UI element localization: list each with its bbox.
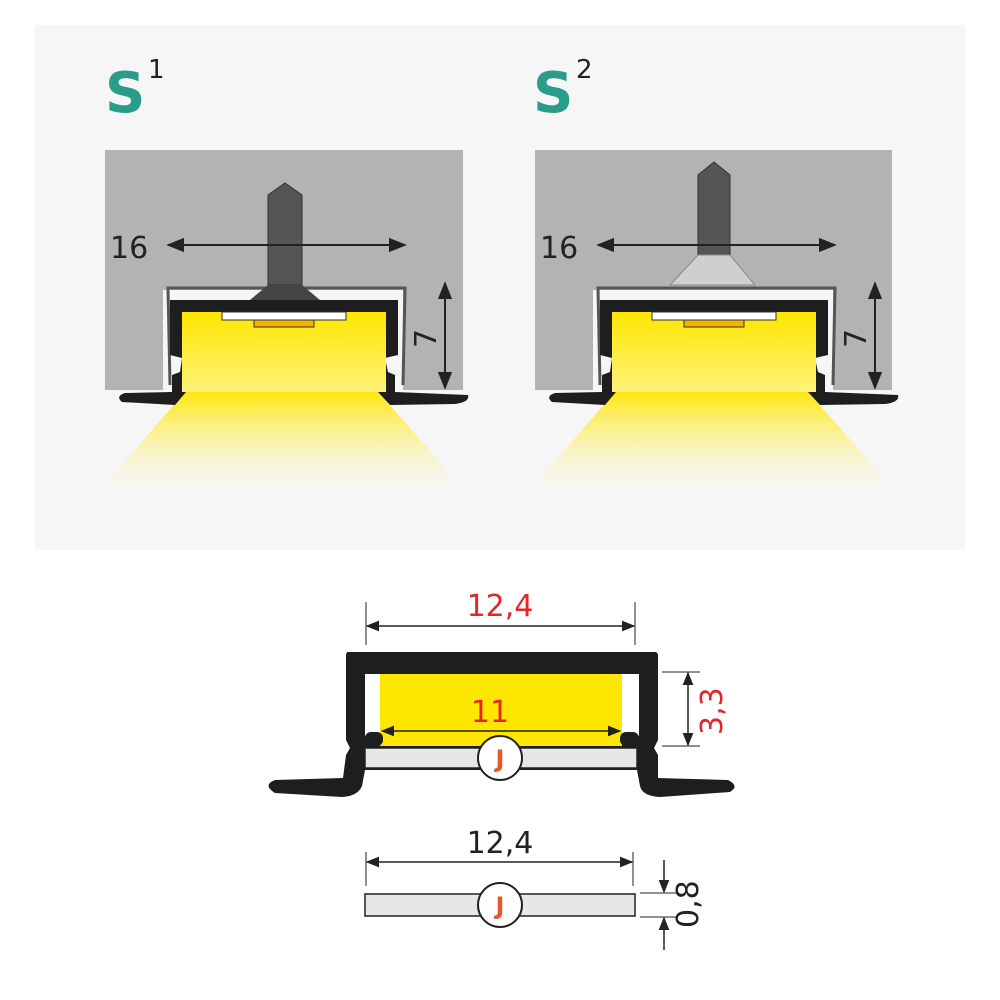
inner-height-dimension: 3,3 xyxy=(695,687,730,735)
diffuser-badge xyxy=(477,735,523,781)
inner-width-dimension: 11 xyxy=(471,695,509,730)
width-dimension: 16 xyxy=(110,231,148,266)
variant-s1: S 1 16 7 xyxy=(100,55,469,490)
diffuser-width-dimension: 12,4 xyxy=(467,826,534,861)
mounting-clip xyxy=(596,286,837,386)
light-cone xyxy=(530,392,895,490)
led-chip xyxy=(253,319,315,328)
screw-head xyxy=(668,254,757,286)
variant-index: 2 xyxy=(576,55,593,85)
diffuser-cross-section: 12,4 0,8 J xyxy=(364,826,706,950)
screw-shaft xyxy=(697,161,731,256)
width-dimension: 16 xyxy=(540,231,578,266)
outer-width-dimension: 12,4 xyxy=(467,589,534,624)
left-lip xyxy=(365,732,383,746)
diffuser-badge xyxy=(477,882,523,928)
led-strip xyxy=(651,311,777,321)
variant-letter: S xyxy=(105,61,145,126)
light-cone xyxy=(100,392,465,490)
led-chip xyxy=(683,319,745,328)
led-strip xyxy=(221,311,347,321)
profile-cross-section: 12,4 11 3,3 J xyxy=(268,589,735,797)
depth-dimension: 7 xyxy=(839,329,874,348)
variant-index: 1 xyxy=(148,55,165,85)
screw-shaft xyxy=(267,182,303,286)
diffuser-badge-label: J xyxy=(494,892,505,920)
diffuser-badge-label: J xyxy=(494,745,505,773)
variant-letter: S xyxy=(533,61,573,126)
diffuser-thickness-dimension: 0,8 xyxy=(671,880,706,928)
depth-dimension: 7 xyxy=(409,329,444,348)
variant-s2: S 2 16 7 xyxy=(530,55,899,490)
screw-head xyxy=(250,285,320,300)
right-lip xyxy=(620,732,639,746)
